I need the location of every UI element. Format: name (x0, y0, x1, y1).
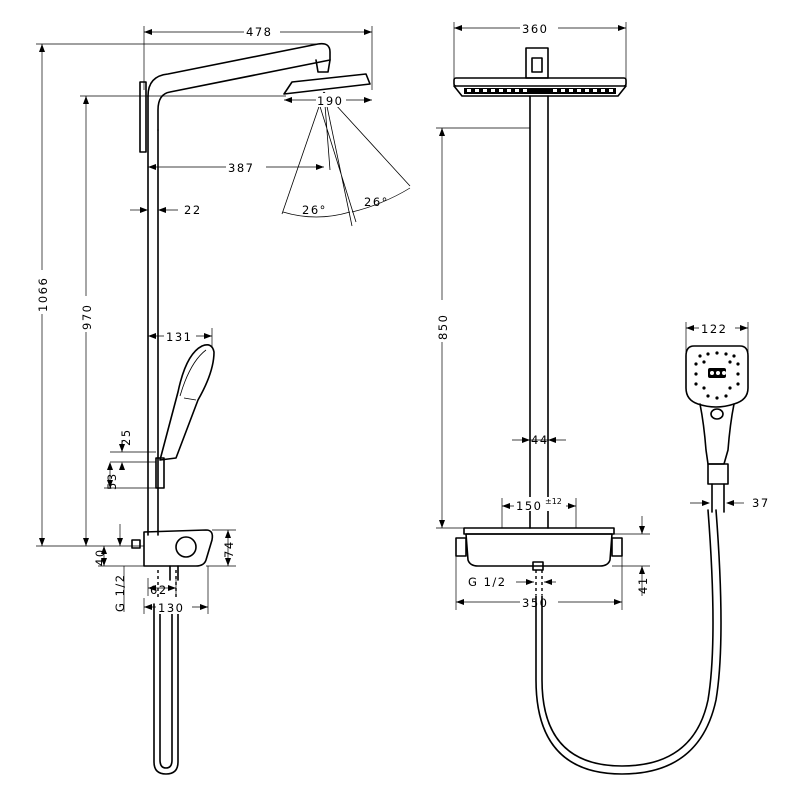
dim-74: 74 (222, 540, 236, 558)
dim-131: 131 (166, 330, 192, 344)
handshower-holder-front (707, 463, 729, 485)
dim-190: 190 (317, 94, 343, 108)
head-neck-side (315, 59, 331, 73)
front-view: 360 850 44 150 ±12 G 1/2 (434, 21, 722, 775)
head-joint-front (531, 57, 543, 73)
shower-head-front-body (453, 85, 627, 97)
angle-arc-left (282, 211, 351, 218)
side-view: 478 190 387 22 26° 26° 1066 (34, 24, 411, 775)
dim-850: 850 (436, 314, 450, 340)
hand-shower-detail (179, 349, 207, 401)
dim-970: 970 (80, 304, 94, 330)
dim-130: 130 (158, 601, 184, 615)
dim-25: 25 (119, 428, 133, 446)
outlet-stub-side (169, 565, 179, 581)
riser-pipe-front (529, 95, 549, 529)
thermostat-top-shelf (463, 527, 615, 535)
handshower-head-front (685, 345, 749, 408)
dim-360: 360 (522, 22, 548, 36)
hand-shower-side (159, 344, 215, 461)
dim-62: 62 (150, 583, 168, 597)
thermostat-side (143, 529, 214, 567)
angle-right-label: 26° (364, 195, 389, 209)
dim-44: 44 (531, 433, 549, 447)
dim-387: 387 (228, 161, 254, 175)
thread-label-front: G 1/2 (468, 575, 507, 589)
thermostat-front-body (465, 533, 613, 567)
wall-bracket-top (139, 81, 147, 153)
dim-150-tolerance: ±12 (545, 497, 562, 506)
dim-22: 22 (184, 203, 202, 217)
handshower-view: 122 37 (685, 321, 770, 513)
shower-head-front-top (453, 77, 627, 87)
thermostat-knob-side (175, 536, 197, 558)
hose-loop-side (153, 603, 179, 775)
inlet-connector (131, 539, 141, 549)
handshower-holder-side (155, 457, 165, 489)
handshower-button (710, 408, 724, 420)
dim-37: 37 (752, 496, 770, 510)
handshower-nozzles (694, 351, 740, 400)
outlet-front (532, 561, 544, 571)
dim-122: 122 (701, 322, 727, 336)
holder-neck (711, 483, 725, 513)
spray-nozzles-front (464, 88, 616, 94)
hose-front (535, 509, 722, 775)
dim-150: 150 (516, 499, 542, 513)
dim-478: 478 (246, 25, 272, 39)
dim-41: 41 (636, 576, 650, 594)
head-neck-front (525, 47, 549, 79)
dim-1066: 1066 (36, 277, 50, 312)
knob-right-front (611, 537, 623, 557)
thread-label-left: G 1/2 (113, 573, 127, 612)
angle-left-label: 26° (302, 203, 327, 217)
outlet-dashed-front (535, 570, 543, 596)
dim-53: 53 (105, 472, 119, 490)
knob-left-front (455, 537, 467, 557)
dim-350: 350 (522, 596, 548, 610)
shower-head-side (283, 73, 371, 95)
shower-arm-side (147, 42, 331, 131)
angle-arc-right (351, 187, 411, 213)
dim-40: 40 (93, 548, 107, 566)
handshower-handle (699, 403, 735, 465)
